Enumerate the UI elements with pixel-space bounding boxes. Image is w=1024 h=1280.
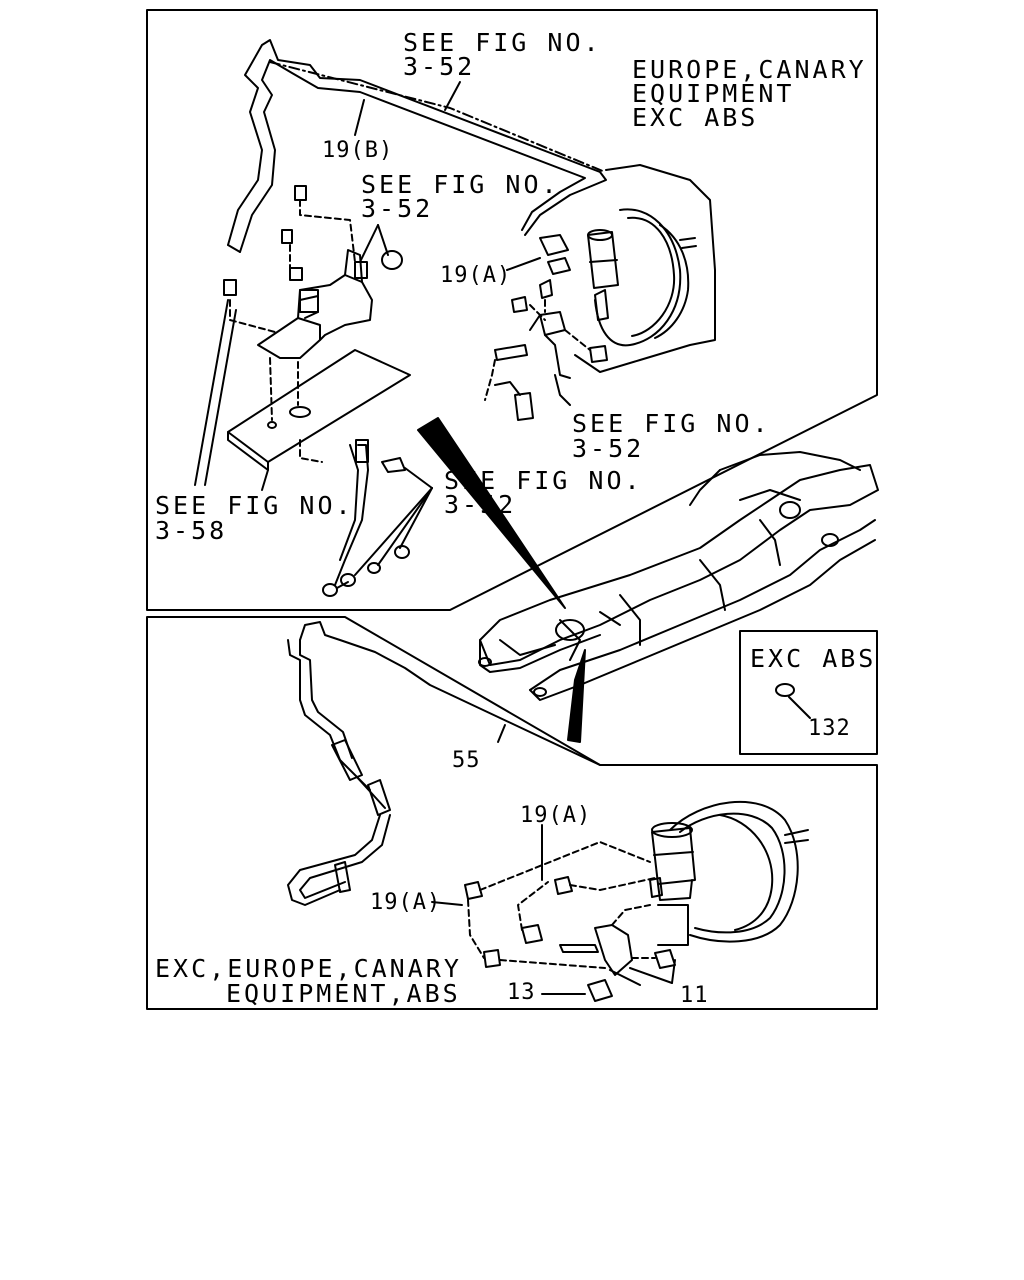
inset-cap-part: [775, 683, 795, 697]
see-fig-left-line2: 3-58: [155, 516, 228, 545]
callout-11: 11: [680, 983, 709, 1008]
reservoir-lower: [651, 827, 696, 885]
region-note-line1: EUROPE,CANARY: [632, 55, 867, 84]
see-fig-right-line2: 3-52: [572, 434, 645, 463]
mount-plate: [227, 349, 411, 463]
pointer-wedge-lower: [567, 649, 586, 743]
region-note-line3: EXC ABS: [632, 103, 759, 132]
callout-132: 132: [808, 716, 851, 741]
see-fig-center-line1: SEE FIG NO.: [444, 466, 643, 495]
chassis-frame: [478, 451, 879, 701]
valve-block-upper: [539, 311, 566, 336]
see-fig-top-line2: 3-52: [403, 52, 476, 81]
inset-title: EXC ABS: [750, 644, 877, 673]
lower-panel-frame: [146, 616, 878, 1010]
see-fig-right-line1: SEE FIG NO.: [572, 409, 771, 438]
upper-panel-frame: [146, 9, 878, 611]
see-fig-top-line1: SEE FIG NO.: [403, 28, 602, 57]
callout-13: 13: [507, 980, 536, 1005]
flex-hose-upper: [334, 444, 369, 586]
brake-booster-upper: [594, 208, 682, 347]
callout-55: 55: [452, 748, 481, 773]
pointer-wedge-upper: [417, 417, 566, 609]
reservoir-upper: [587, 231, 619, 289]
brake-pipe-55: [299, 621, 601, 766]
callout-19a-left: 19(A): [370, 890, 442, 915]
lower-note-line1: EXC,EUROPE,CANARY: [155, 954, 462, 983]
brake-booster-lower: [669, 800, 799, 943]
callout-19a-top: 19(A): [520, 803, 592, 828]
flex-hose-lower: [331, 739, 363, 781]
callout-19a-upper: 19(A): [440, 263, 512, 288]
inset-frame: [739, 630, 878, 755]
see-fig-mid-line1: SEE FIG NO.: [361, 170, 560, 199]
brake-pipe-19b-upper: [227, 39, 607, 246]
valve-bracket-left: [257, 274, 373, 359]
callout-19b: 19(B): [322, 138, 394, 163]
see-fig-center-line2: 3-52: [444, 490, 517, 519]
see-fig-left-line1: SEE FIG NO.: [155, 491, 354, 520]
see-fig-mid-line2: 3-52: [361, 194, 434, 223]
lower-note-line2: EQUIPMENT,ABS: [226, 979, 461, 1008]
region-note-line2: EQUIPMENT: [632, 79, 795, 108]
